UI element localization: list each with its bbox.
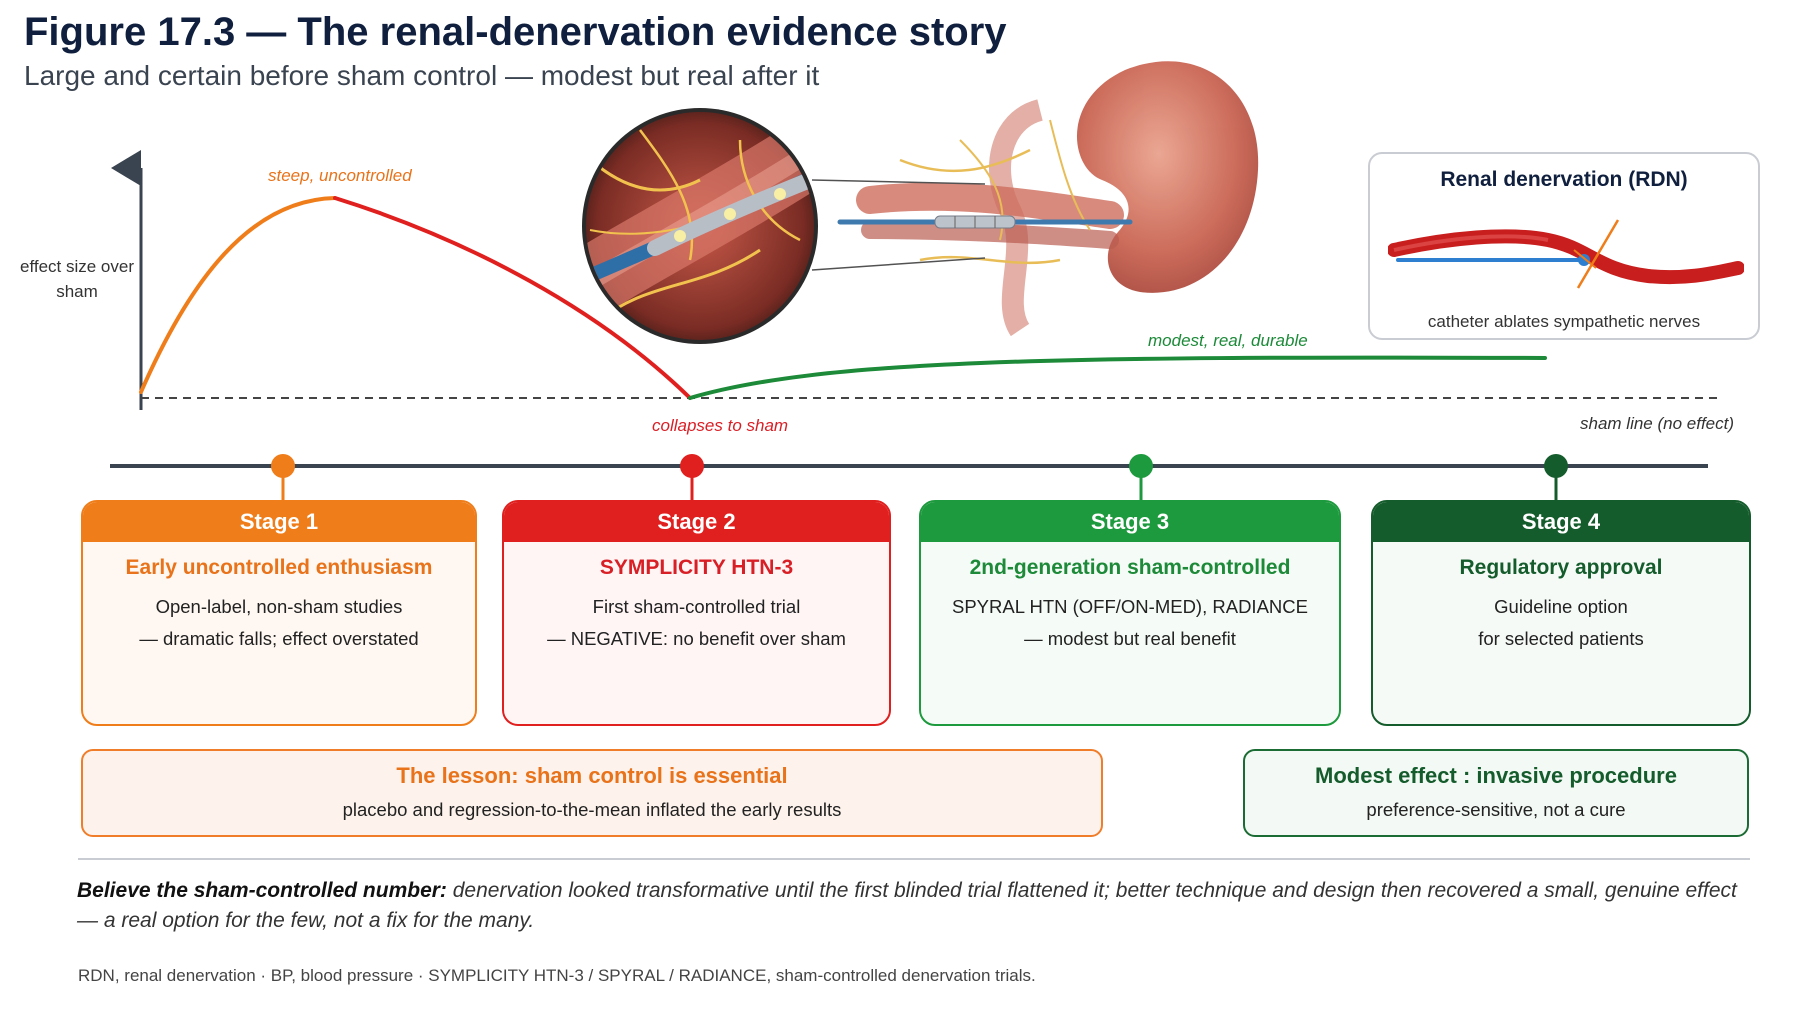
rdn-inset-box: Renal denervation (RDN) catheter ablates…	[1368, 152, 1760, 340]
stage-card-4: Stage 4 Regulatory approval Guideline op…	[1371, 500, 1751, 726]
stage-2-subtitle: SYMPLICITY HTN-3	[599, 556, 794, 579]
label-steep-uncontrolled: steep, uncontrolled	[268, 166, 412, 185]
artery-catheter-icon	[1388, 219, 1744, 289]
stage-4-header: Stage 4	[1373, 502, 1749, 542]
lesson-title: The lesson: sham control is essential	[396, 763, 788, 788]
kidney-illustration	[811, 61, 1259, 337]
label-sham-line: sham line (no effect)	[1580, 414, 1735, 433]
stage-3-line-2: — modest but real benefit	[1024, 628, 1236, 649]
curve-stage-1-rise	[139, 196, 337, 394]
evidence-diagram	[110, 61, 1718, 500]
rdn-inset-title: Renal denervation (RDN)	[1440, 168, 1688, 191]
footnote: RDN, renal denervation · BP, blood press…	[78, 966, 1036, 985]
stage-card-3: Stage 3 2nd-generation sham-controlled S…	[919, 500, 1341, 726]
lesson-text: placebo and regression-to-the-mean infla…	[342, 799, 842, 820]
y-axis-label: effect size over sham	[19, 257, 135, 301]
timeline-node-stage-4	[1544, 454, 1568, 478]
stage-3-header: Stage 3	[921, 502, 1339, 542]
modest-effect-text: preference-sensitive, not a cure	[1366, 799, 1626, 820]
stage-1-header: Stage 1	[83, 502, 475, 542]
stage-2-header: Stage 2	[504, 502, 889, 542]
stage-card-2: Stage 2 SYMPLICITY HTN-3 First sham-cont…	[502, 500, 891, 726]
stage-3-subtitle: 2nd-generation sham-controlled	[969, 556, 1291, 579]
modest-effect-title: Modest effect : invasive procedure	[1315, 763, 1677, 788]
takeaway-bold: Believe the sham-controlled number:	[77, 879, 447, 902]
label-collapses-to-sham: collapses to sham	[652, 416, 789, 435]
magnified-artery-lens	[582, 108, 818, 344]
stage-card-1: Stage 1 Early uncontrolled enthusiasm Op…	[81, 500, 477, 726]
stage-3-line-1: SPYRAL HTN (OFF/ON-MED), RADIANCE	[952, 596, 1308, 617]
takeaway-body: denervation looked transformative until …	[77, 879, 1737, 932]
figure-title: Figure 17.3 — The renal-denervation evid…	[24, 10, 1007, 54]
timeline-node-stage-2	[680, 454, 704, 478]
lesson-box: The lesson: sham control is essential pl…	[81, 749, 1103, 837]
stage-4-line-1: Guideline option	[1494, 596, 1628, 617]
stage-4-subtitle: Regulatory approval	[1459, 556, 1663, 579]
curve-stage-2-collapse	[333, 196, 692, 400]
modest-effect-box: Modest effect : invasive procedure prefe…	[1243, 749, 1749, 837]
stage-1-line-2: — dramatic falls; effect overstated	[139, 628, 419, 649]
figure-subtitle: Large and certain before sham control — …	[24, 60, 820, 91]
stage-1-line-1: Open-label, non-sham studies	[155, 596, 403, 617]
stage-4-line-2: for selected patients	[1478, 628, 1644, 649]
stage-2-line-1: First sham-controlled trial	[592, 596, 801, 617]
divider	[78, 858, 1750, 860]
timeline-node-stage-3	[1129, 454, 1153, 478]
curve-stage-3-4-modest	[688, 355, 1547, 400]
rdn-inset-caption: catheter ablates sympathetic nerves	[1427, 312, 1701, 331]
label-modest-real-durable: modest, real, durable	[1148, 331, 1308, 350]
stage-2-line-2: — NEGATIVE: no benefit over sham	[547, 628, 846, 649]
timeline-node-stage-1	[271, 454, 295, 478]
takeaway-text: Believe the sham-controlled number: dene…	[77, 876, 1757, 936]
stage-1-subtitle: Early uncontrolled enthusiasm	[125, 556, 433, 579]
